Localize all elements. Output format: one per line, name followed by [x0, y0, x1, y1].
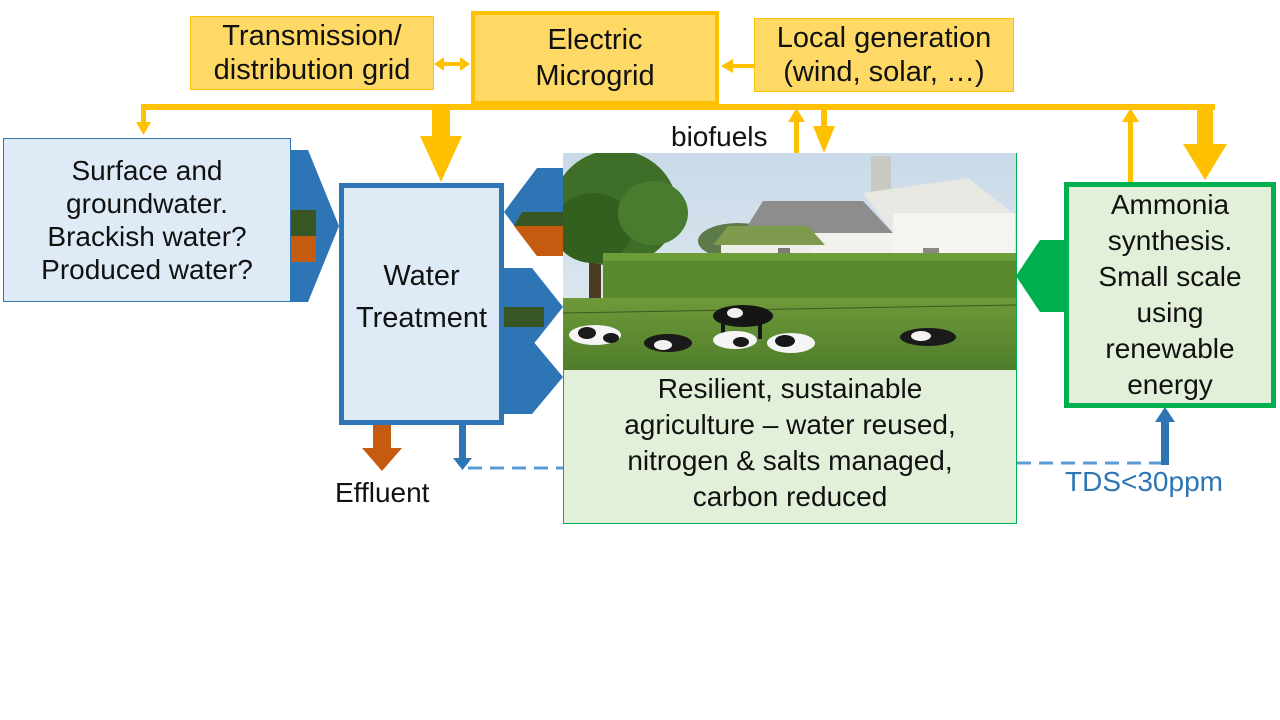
tds-label: TDS<30ppm: [1065, 466, 1223, 497]
surface-line-1: Surface and: [71, 155, 223, 186]
local-gen-line-2: (wind, solar, …): [783, 56, 985, 88]
local-generation-box: Local generation (wind, solar, …): [754, 18, 1014, 92]
ammonia-energy-up-arrow: [1122, 108, 1139, 182]
biofuels-label: biofuels: [671, 121, 768, 152]
ammonia-line-1: Ammonia: [1110, 189, 1230, 220]
agri-line-3: nitrogen & salts managed,: [627, 445, 953, 476]
grid-box: Transmission/ distribution grid: [190, 16, 434, 90]
cows: [569, 305, 956, 353]
ammonia-line-5: renewable: [1105, 333, 1235, 364]
biofuels-arrow: [788, 108, 805, 154]
ammonia-line-2: synthesis.: [1107, 225, 1233, 256]
grid-microgrid-arrow: [434, 57, 470, 71]
agri-line-4: carbon reduced: [692, 481, 888, 512]
local-gen-line-1: Local generation: [776, 22, 992, 54]
tds-water-line: [453, 407, 1175, 470]
effluent-label: Effluent: [335, 477, 430, 508]
agri-return-arrow: [504, 168, 563, 256]
agriculture-energy-arrow: [813, 108, 835, 153]
localgen-microgrid-arrow: [721, 59, 754, 73]
ammonia-to-agri-arrow: [1016, 240, 1066, 312]
ammonia-box: Ammonia synthesis. Small scale using ren…: [1064, 182, 1276, 408]
surface-water-box: Surface and groundwater. Brackish water?…: [3, 138, 291, 302]
energy-bus: [136, 104, 1227, 182]
agri-line-2: agriculture – water reused,: [624, 409, 956, 440]
farm-photo: [563, 153, 1016, 370]
effluent-arrow: [362, 422, 402, 471]
ammonia-line-6: energy: [1127, 369, 1213, 400]
water-treatment-box: Water Treatment: [339, 183, 504, 425]
surface-line-3: Brackish water?: [47, 221, 247, 252]
microgrid-line-2: Microgrid: [535, 60, 655, 92]
agri-line-1: Resilient, sustainable: [657, 373, 923, 404]
ammonia-line-3: Small scale: [1098, 261, 1242, 292]
grid-line-2: distribution grid: [213, 54, 411, 86]
grid-line-1: Transmission/: [222, 20, 402, 52]
treatment-line-1: Water: [383, 260, 460, 292]
microgrid-box: Electric Microgrid: [471, 11, 719, 105]
treated-water-arrows: [504, 268, 563, 414]
treatment-line-2: Treatment: [355, 302, 488, 334]
surface-line-4: Produced water?: [41, 254, 253, 285]
ammonia-line-4: using: [1136, 297, 1204, 328]
microgrid-line-1: Electric: [547, 24, 643, 56]
surface-line-2: groundwater.: [66, 188, 228, 219]
